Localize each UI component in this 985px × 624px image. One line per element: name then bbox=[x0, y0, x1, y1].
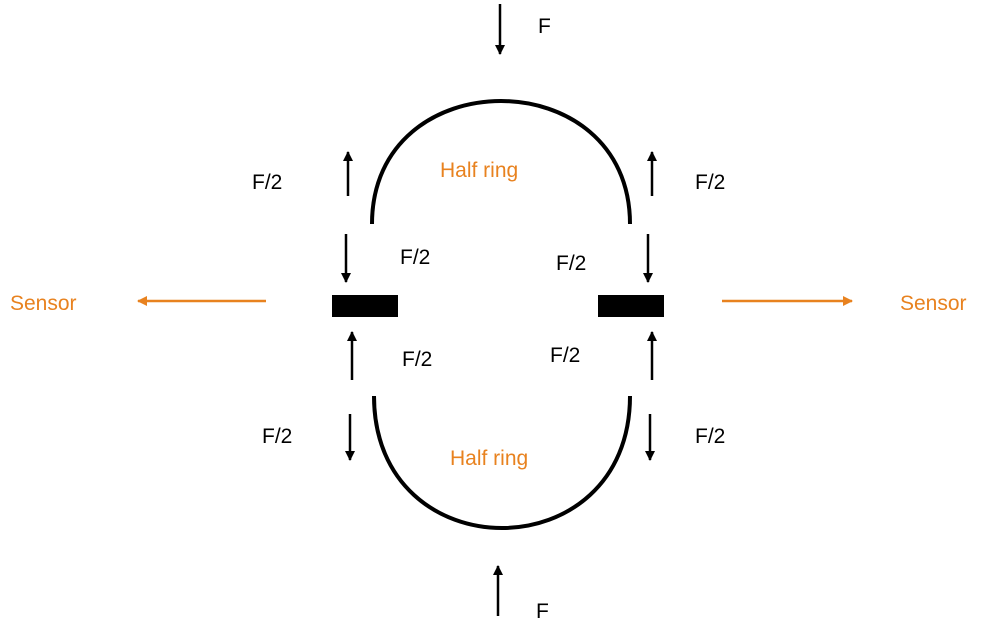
top-force-label: F bbox=[538, 15, 551, 38]
half-force-label-upper-right: F/2 bbox=[695, 171, 725, 194]
bottom-force-label: F bbox=[536, 600, 549, 623]
half-force-label-inner-lower-right: F/2 bbox=[550, 344, 580, 367]
sensor-left-label: Sensor bbox=[10, 292, 77, 315]
half-force-label-inner-upper-right: F/2 bbox=[556, 252, 586, 275]
half-ring-top-label: Half ring bbox=[440, 159, 518, 182]
half-ring-bottom-label: Half ring bbox=[450, 447, 528, 470]
top-half-ring bbox=[370, 99, 632, 225]
half-force-label-upper-left: F/2 bbox=[252, 171, 282, 194]
sensor-right-label: Sensor bbox=[900, 292, 967, 315]
left-connector-block bbox=[332, 295, 398, 317]
half-force-label-inner-upper-left: F/2 bbox=[400, 246, 430, 269]
right-connector-block bbox=[598, 295, 664, 317]
bottom-half-ring bbox=[372, 395, 632, 530]
half-force-label-inner-lower-left: F/2 bbox=[402, 348, 432, 371]
half-force-label-lower-right: F/2 bbox=[695, 425, 725, 448]
half-force-label-lower-left: F/2 bbox=[262, 425, 292, 448]
